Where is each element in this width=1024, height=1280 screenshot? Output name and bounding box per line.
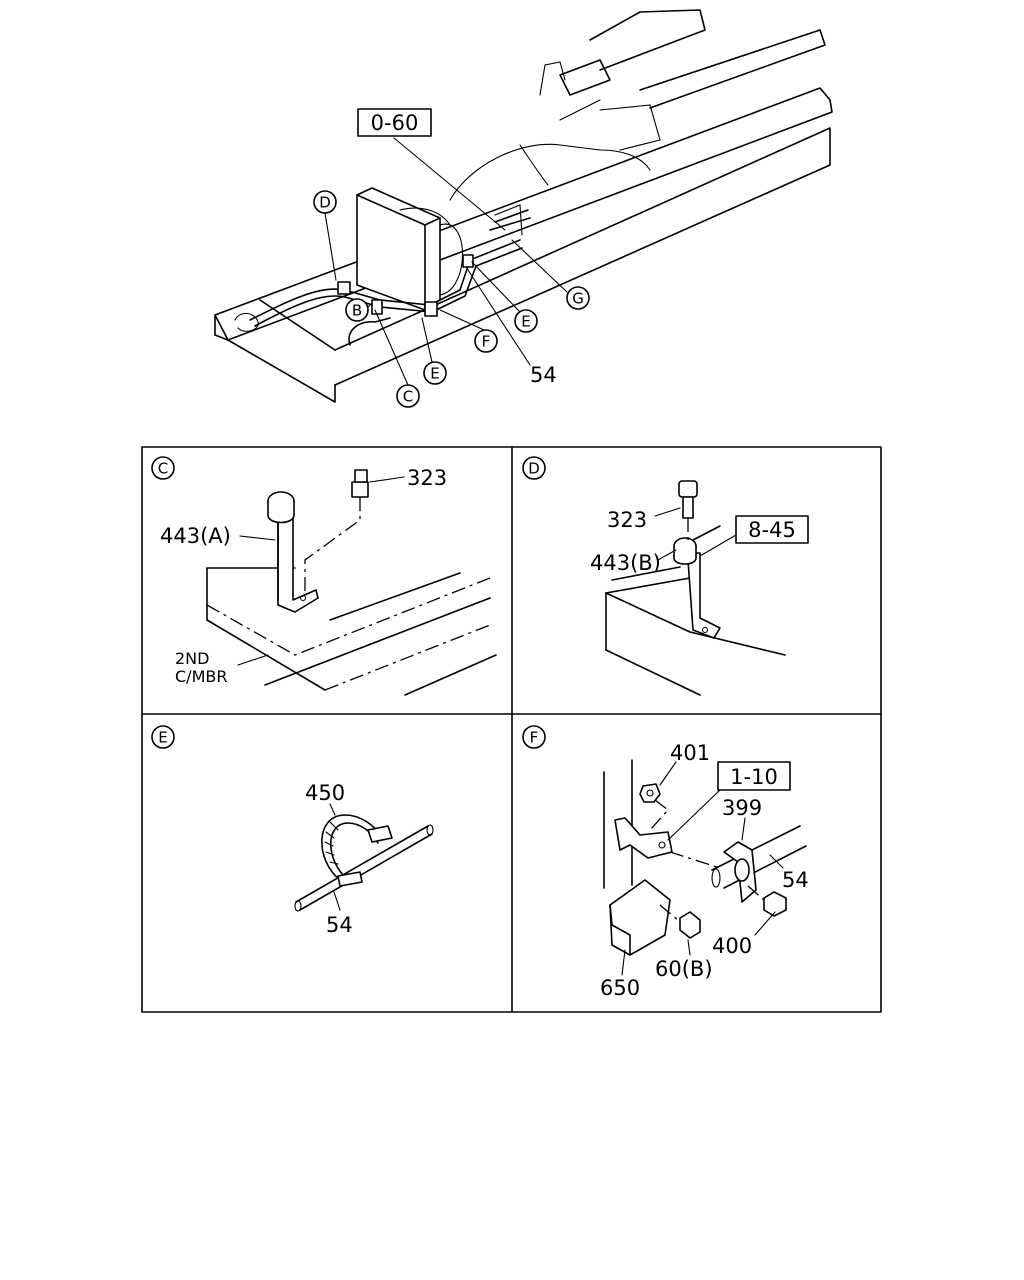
svg-text:F: F	[482, 333, 491, 351]
svg-text:E: E	[521, 313, 530, 331]
panel-f-label-54: 54	[782, 868, 809, 892]
panel-f-label-399: 399	[722, 796, 762, 820]
callout-e-upper[interactable]: E	[514, 309, 538, 333]
svg-text:1-10: 1-10	[730, 765, 778, 789]
panel-c-letter: C	[151, 456, 175, 480]
panel-d-letter: D	[522, 456, 546, 480]
panel-d-label-323: 323	[607, 508, 647, 532]
svg-text:E: E	[158, 729, 167, 747]
panel-c-label-member-2: C/MBR	[175, 667, 227, 686]
svg-text:B: B	[352, 302, 362, 320]
panel-f: F 401	[522, 725, 809, 1000]
svg-text:8-45: 8-45	[748, 518, 796, 542]
svg-text:F: F	[530, 729, 539, 747]
callout-f[interactable]: F	[474, 329, 498, 353]
panel-e-letter: E	[151, 725, 175, 749]
svg-text:D: D	[319, 194, 331, 212]
callout-b[interactable]: B	[345, 298, 369, 322]
panel-d-label-443b: 443(B)	[590, 551, 661, 575]
svg-text:G: G	[572, 290, 584, 308]
panel-c-label-323: 323	[407, 466, 447, 490]
svg-text:C: C	[403, 388, 413, 406]
panel-f-label-401: 401	[670, 741, 710, 765]
panel-f-label-400: 400	[712, 934, 752, 958]
ref-box-1-10[interactable]: 1-10	[717, 761, 791, 791]
panel-e: E 450 54	[151, 725, 434, 937]
svg-text:0-60: 0-60	[371, 111, 419, 135]
panel-c-label-443a: 443(A)	[160, 524, 231, 548]
panel-d: D 323 443(B) 8-45	[522, 456, 809, 696]
detail-panels-frame	[141, 446, 882, 1013]
panel-c: C 323 443(A) 2ND C/MBR	[151, 456, 497, 696]
svg-text:E: E	[430, 365, 439, 383]
panel-c-label-member-1: 2ND	[175, 649, 209, 668]
chassis-overview	[214, 9, 833, 403]
panel-e-label-450: 450	[305, 781, 345, 805]
part-label-54: 54	[530, 363, 557, 387]
callout-c[interactable]: C	[396, 384, 420, 408]
panel-e-label-54: 54	[326, 913, 353, 937]
callout-e-lower[interactable]: E	[423, 361, 447, 385]
panel-f-letter: F	[522, 725, 546, 749]
ref-box-8-45[interactable]: 8-45	[735, 515, 809, 544]
callout-d[interactable]: D	[313, 190, 337, 214]
panel-f-label-60b: 60(B)	[655, 957, 713, 981]
svg-text:D: D	[528, 460, 540, 478]
svg-text:C: C	[158, 460, 168, 478]
panel-f-label-650: 650	[600, 976, 640, 1000]
callout-g[interactable]: G	[566, 286, 590, 310]
ref-box-0-60[interactable]: 0-60	[357, 108, 432, 137]
